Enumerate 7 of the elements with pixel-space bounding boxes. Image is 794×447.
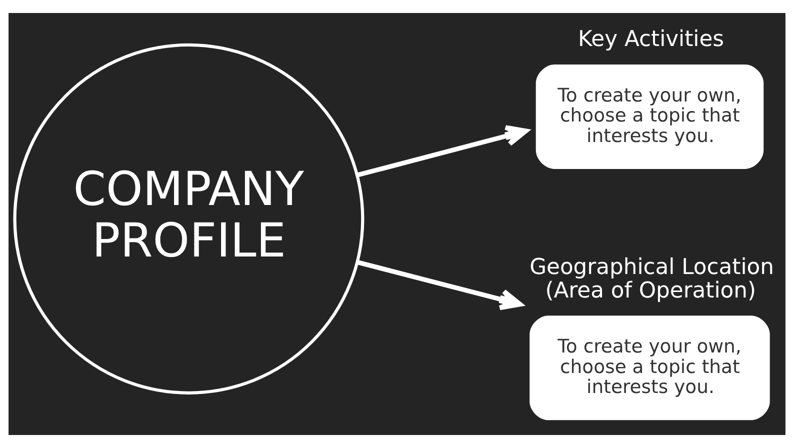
node-circle: COMPANY PROFILE <box>13 42 364 394</box>
node-box: To create your own, choose a topic that interests you. <box>536 64 764 168</box>
node-label: Key Activities <box>578 26 724 52</box>
arrow <box>356 259 522 310</box>
arrow <box>356 124 528 177</box>
node-label: Geographical Location (Area of Operation) <box>530 254 774 303</box>
node-box: To create your own, choose a topic that interests you. <box>530 315 770 420</box>
